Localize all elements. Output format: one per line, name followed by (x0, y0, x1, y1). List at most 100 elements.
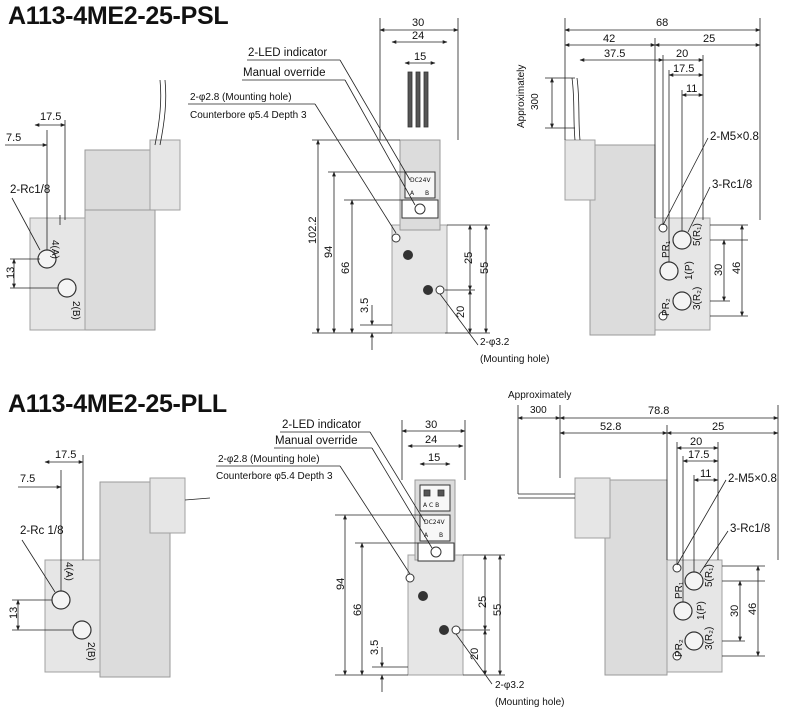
manifold-side (29, 217, 86, 331)
valve-connector (149, 139, 181, 211)
dim-24: 24 (412, 30, 424, 42)
right-connector (564, 139, 596, 201)
dim-17-5: 17.5 (40, 111, 61, 123)
b-connector-face (419, 484, 451, 512)
dim-15: 15 (414, 51, 426, 63)
label-override: Manual override (243, 67, 325, 79)
b-label-pr2: PR₂ (674, 639, 685, 657)
b-label-4a: 4(A) (63, 562, 74, 581)
screw-1 (403, 250, 413, 260)
b-port-4a (51, 590, 71, 610)
top-right-view: 68 42 25 37.5 20 17.5 11 Approximately 3… (516, 17, 761, 336)
bottom-left-view: 17.5 7.5 13 2-Rc 1/8 4(A) 2(B) (8, 449, 211, 678)
valve-body-lower (84, 209, 156, 331)
b-label-rc: 3-Rc1/8 (730, 523, 770, 535)
label-rc: 3-Rc1/8 (712, 179, 752, 191)
b-dim-11: 11 (700, 468, 711, 480)
b-label-led: 2-LED indicator (282, 419, 361, 431)
b-screw-1 (418, 591, 428, 601)
dim-20-right: 20 (676, 48, 688, 60)
label-5r1: 5(R₁) (692, 223, 703, 246)
dim-46: 46 (731, 262, 743, 274)
b-dim-52-8: 52.8 (600, 421, 621, 433)
b-port-1p (673, 601, 693, 621)
bottom-front-view: A C B DC24V A B 30 24 15 2-LED indicator… (216, 419, 564, 708)
dim-30: 30 (412, 17, 424, 29)
dim-25-right: 25 (703, 33, 715, 45)
b-label-m5: 2-M5×0.8 (728, 473, 777, 485)
label-counterbore: Counterbore φ5.4 Depth 3 (190, 110, 307, 121)
top-front-view: DC24V A B 30 24 15 2-LED indicator Manua… (188, 17, 549, 365)
b-label-hole2: 2-φ3.2 (495, 680, 525, 691)
b-label-approx-val: 300 (530, 405, 547, 416)
b-dim-55: 55 (492, 604, 504, 616)
b-dim-25: 25 (477, 596, 489, 608)
b-dim-30-right: 30 (729, 605, 741, 617)
label-pr2: PR₂ (661, 298, 672, 316)
b-dim-94: 94 (335, 578, 347, 590)
label-4a: 4(A) (49, 240, 60, 259)
b-voltage-label: DC24V (424, 519, 445, 526)
b-right-connector (574, 477, 611, 539)
mounting-hole-2 (435, 285, 445, 295)
screw-2 (423, 285, 433, 295)
svg-text:A: A (410, 190, 415, 197)
label-hole1: 2-φ2.8 (Mounting hole) (190, 92, 292, 103)
svg-text:B: B (439, 532, 443, 539)
dim-30-right: 30 (713, 264, 725, 276)
label-2-rc1-8: 2-Rc1/8 (10, 184, 50, 196)
bottom-right-view: Approximately 300 78.8 52.8 25 20 17.5 1… (508, 390, 779, 676)
dim-13: 13 (5, 267, 17, 279)
b-label-hole1: 2-φ2.8 (Mounting hole) (218, 454, 320, 465)
b-label-pr1: PR₁ (674, 581, 685, 599)
label-approx: Approximately (516, 65, 527, 128)
valve-body-upper (84, 149, 156, 211)
label-pr1: PR₁ (661, 240, 672, 258)
b-valve-connector (149, 477, 186, 534)
b-dim-30: 30 (425, 419, 437, 431)
b-label-5r1: 5(R₁) (704, 564, 715, 587)
dim-17-5-right: 17.5 (673, 63, 694, 75)
dim-102-2: 102.2 (307, 216, 319, 244)
label-1p: 1(P) (684, 261, 695, 280)
b-mounting-hole-2 (451, 625, 461, 635)
b-dim-20-right: 20 (690, 436, 702, 448)
label-approx-val: 300 (530, 93, 541, 110)
b-port-3r2 (684, 631, 704, 651)
svg-text:A C B: A C B (423, 502, 439, 509)
b-dim-7-5: 7.5 (20, 473, 35, 485)
b-front-body (407, 554, 464, 676)
dim-42: 42 (603, 33, 615, 45)
b-port-2b (72, 620, 92, 640)
b-dim-13: 13 (8, 607, 20, 619)
b-dim-25-right: 25 (712, 421, 724, 433)
dim-68: 68 (656, 17, 668, 29)
lead-wires (154, 79, 162, 146)
mounting-hole-1 (391, 233, 401, 243)
b-label-override: Manual override (275, 435, 357, 447)
b-dim-17-5-right: 17.5 (688, 449, 709, 461)
port-5r1 (672, 230, 692, 250)
front-body (391, 224, 448, 334)
b-dim-78-8: 78.8 (648, 405, 669, 417)
b-screw-2 (439, 625, 449, 635)
b-manifold-side (44, 559, 101, 673)
label-hole2: 2-φ3.2 (480, 337, 510, 348)
dim-25: 25 (463, 252, 475, 264)
b-dim-15: 15 (428, 452, 440, 464)
b-label-3r2: 3(R₂) (704, 627, 715, 650)
label-3r2: 3(R₂) (692, 287, 703, 310)
b-label-2-rc: 2-Rc 1/8 (20, 525, 63, 537)
voltage-label: DC24V (410, 177, 431, 184)
port-1p (659, 261, 679, 281)
b-label-2b: 2(B) (85, 642, 96, 661)
dim-66: 66 (340, 262, 352, 274)
label-m5: 2-M5×0.8 (710, 131, 759, 143)
label-2b: 2(B) (70, 301, 81, 320)
b-dim-46: 46 (747, 603, 759, 615)
b-label-counterbore: Counterbore φ5.4 Depth 3 (216, 471, 333, 482)
b-dim-17-5: 17.5 (55, 449, 76, 461)
port-3r2 (672, 291, 692, 311)
dim-20: 20 (455, 306, 467, 318)
